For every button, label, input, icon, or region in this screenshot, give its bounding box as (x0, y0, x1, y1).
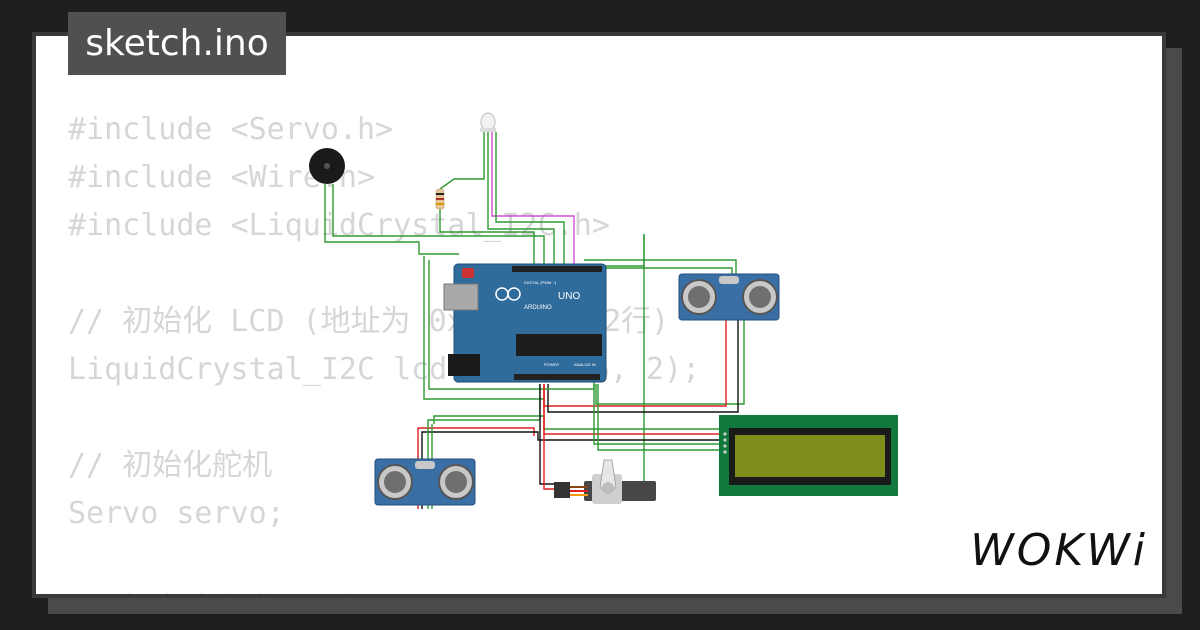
ultrasonic-sensor (678, 273, 780, 321)
wire (593, 384, 720, 445)
board-brand-label: ARDUINO (524, 305, 552, 311)
wire (487, 132, 555, 266)
resistor (435, 188, 445, 210)
wire (491, 132, 575, 266)
wire (584, 234, 645, 267)
arduino-uno: UNO ARDUINO DIGITAL (PWM ~) POWER ANALOG… (443, 263, 607, 383)
wire (543, 384, 720, 435)
board-pins-label: DIGITAL (PWM ~) (524, 280, 557, 285)
lcd-1602 (719, 415, 898, 496)
servo (554, 459, 656, 504)
code-line: #include <Servo.h> (68, 112, 394, 147)
code-line: // 初始化舵机 (68, 448, 273, 483)
wire (597, 384, 720, 451)
file-tab[interactable]: sketch.ino (68, 12, 286, 75)
wire (495, 132, 565, 266)
wire (332, 184, 545, 266)
wire (547, 316, 739, 413)
preview-card: #include <Servo.h> #include <Wire.h> #incl… (32, 32, 1166, 598)
wire (423, 256, 544, 400)
board-power-label: POWER (544, 362, 559, 367)
code-line: Servo servo; (68, 496, 285, 531)
wire (439, 132, 485, 190)
wire (433, 415, 720, 430)
ultrasonic-sensor (374, 458, 476, 506)
code-line: // 超声波传感器引脚 (68, 586, 700, 594)
board-model-label: UNO (558, 291, 580, 302)
circuit-diagram: UNO ARDUINO DIGITAL (PWM ~) POWER ANALOG… (309, 112, 898, 509)
board-analog-label: ANALOG IN (574, 362, 596, 367)
code-line: #include <Wire.h> (68, 160, 376, 195)
wokwi-logo: WOKWi (970, 525, 1148, 576)
wire (595, 314, 745, 405)
led (480, 112, 496, 132)
wire (439, 209, 535, 266)
wire (324, 184, 459, 255)
buzzer (309, 148, 345, 184)
code-line: #include <LiquidCrystal_I2C.h> (68, 208, 610, 243)
